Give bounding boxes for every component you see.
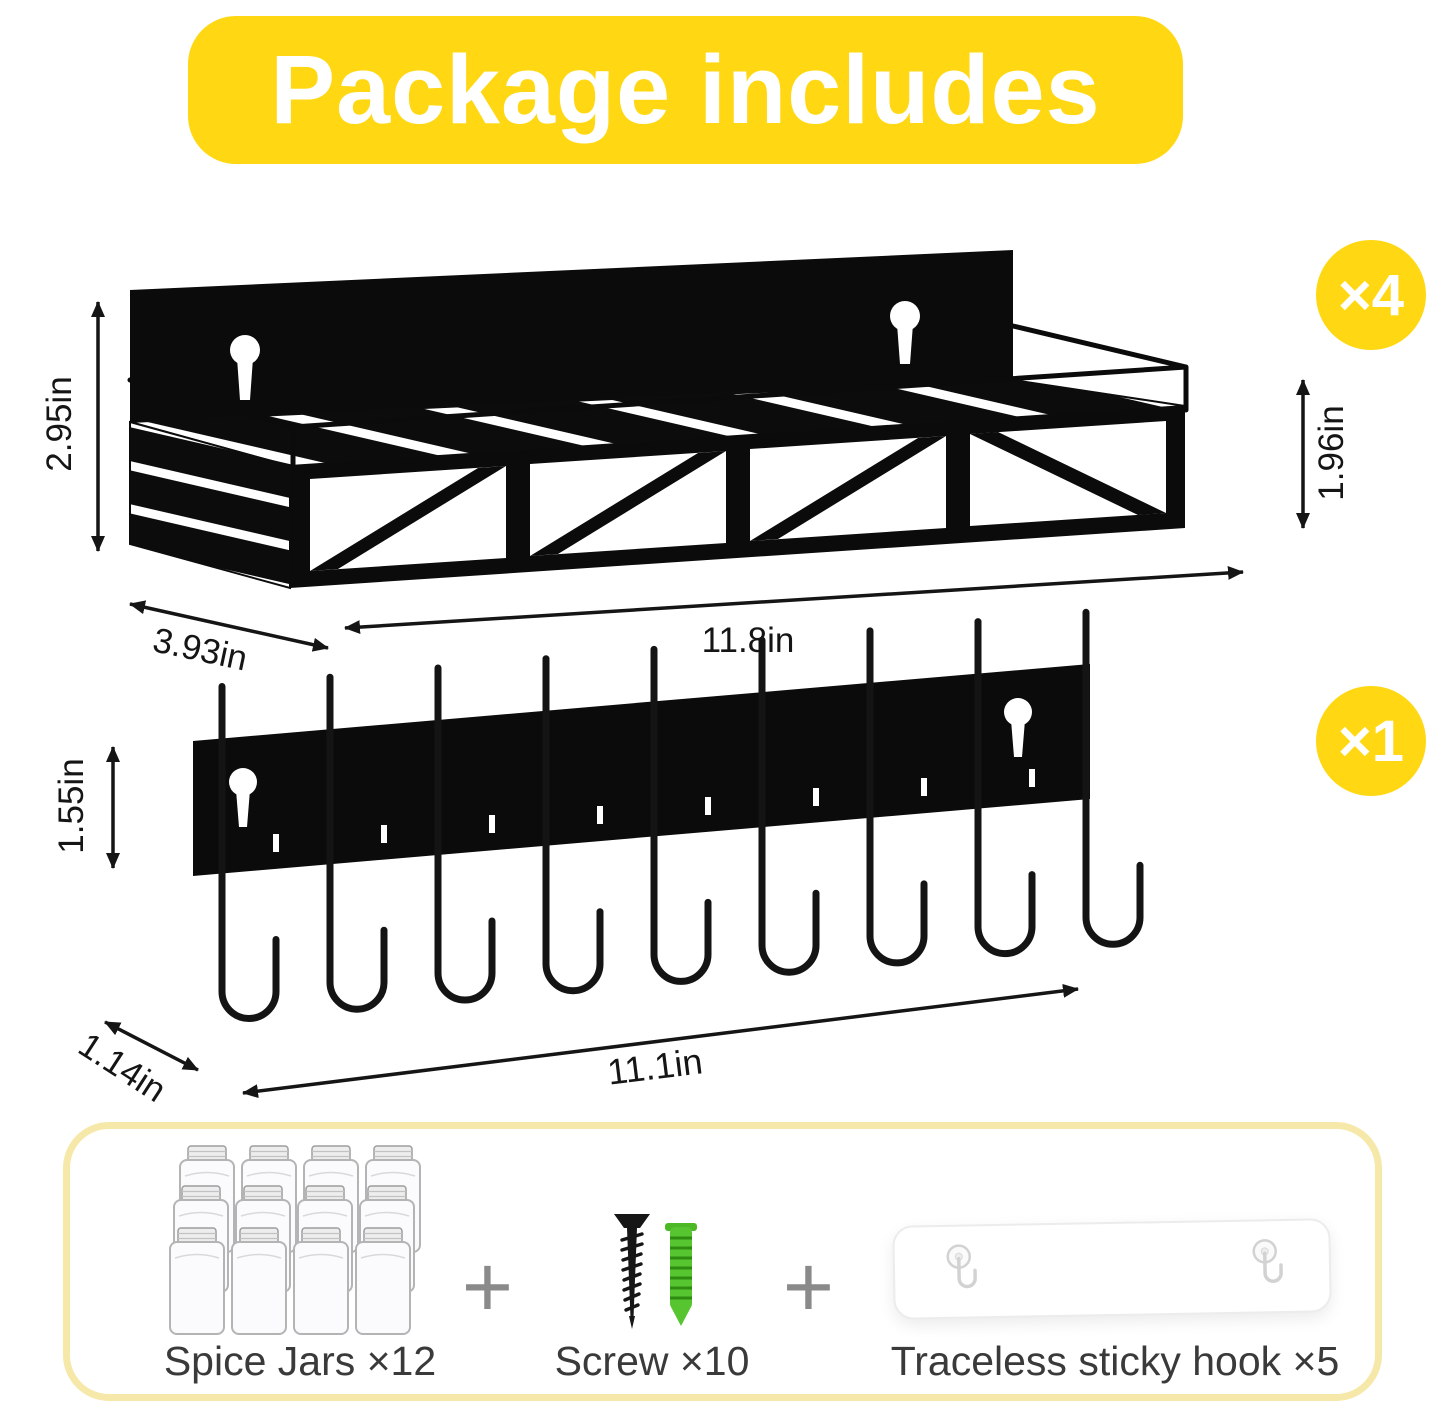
plus-separator: +	[782, 1237, 835, 1336]
dimension-arrows	[91, 301, 1310, 1099]
shelf-back-height-label: 2.95in	[40, 376, 79, 472]
mini-hook-icon	[1252, 1239, 1283, 1283]
shelf-width-label: 11.8in	[701, 621, 795, 660]
shelf-left-slats	[129, 420, 291, 590]
shelf-front-panel	[290, 406, 1185, 588]
sticky-hook-strip	[892, 1218, 1332, 1320]
mini-hook-icon	[946, 1244, 977, 1289]
rail-depth-label: 1.14in	[71, 1025, 173, 1110]
sticky-hook-label: Traceless sticky hook ×5	[890, 1338, 1340, 1384]
rail-height-label: 1.55in	[52, 758, 91, 854]
spice-jars-label: Spice Jars ×12	[163, 1338, 437, 1384]
rail-slots	[273, 769, 1035, 852]
shelf-triangle-cutouts	[310, 421, 1166, 571]
rail-quantity-badge: ×1	[1316, 686, 1426, 796]
shelf-illustration	[127, 250, 1189, 590]
keyhole-mount-icon	[229, 768, 257, 827]
keyhole-mount-icon	[230, 335, 260, 400]
keyhole-mount-icon	[1004, 698, 1032, 757]
page-title: Package includes	[270, 35, 1101, 144]
keyhole-mount-icon	[890, 301, 920, 364]
shelf-quantity-badge: ×4	[1316, 240, 1426, 350]
plus-separator: +	[461, 1237, 514, 1336]
shelf-width-arrow	[344, 565, 1244, 635]
rail-width-label: 11.1in	[605, 1040, 705, 1093]
rail-hooks	[218, 608, 1144, 1022]
shelf-wire-rim	[127, 323, 1189, 473]
shelf-back-panel	[130, 250, 1013, 422]
title-banner: Package includes	[188, 16, 1183, 164]
shelf-floor-slats	[129, 378, 1186, 468]
rail-panel	[193, 664, 1090, 876]
shelf-front-height-label: 1.96in	[1312, 405, 1351, 501]
hook-rail-illustration	[193, 608, 1144, 1022]
shelf-depth-label: 3.93in	[149, 620, 251, 679]
screw-label: Screw ×10	[554, 1338, 750, 1384]
